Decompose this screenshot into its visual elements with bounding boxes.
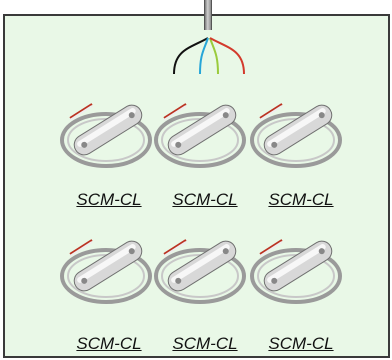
wire-fanout (173, 37, 245, 75)
main-cable (204, 0, 212, 30)
sensor-image-1 (60, 103, 152, 168)
sensor-image-6 (250, 239, 342, 304)
sensor-label-5: SCM-CL (172, 334, 238, 353)
sensor-image-3 (250, 103, 342, 168)
sensor-image-2 (154, 103, 246, 168)
sensor-image-5 (154, 239, 246, 304)
sensor-label-6: SCM-CL (268, 334, 334, 353)
sensor-label-3: SCM-CL (268, 190, 334, 209)
sensor-image-4 (60, 239, 152, 304)
sensor-label-1: SCM-CL (76, 190, 142, 209)
sensor-label-4: SCM-CL (76, 334, 142, 353)
sensor-label-2: SCM-CL (172, 190, 238, 209)
